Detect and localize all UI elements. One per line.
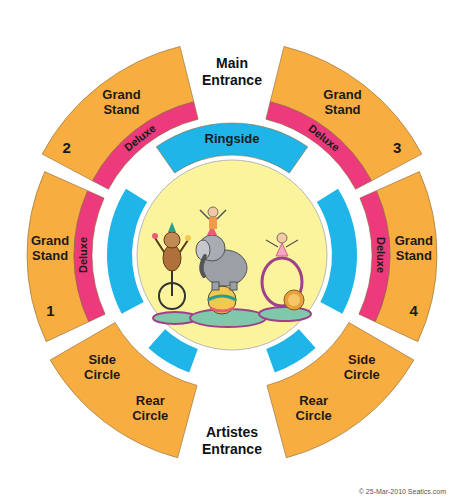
deluxe-label: Deluxe	[113, 114, 168, 161]
section-shape	[27, 172, 89, 342]
section-number: 1	[43, 302, 57, 319]
section-shape	[359, 191, 390, 322]
watermark: © 25-Mar-2010 Seatics.com	[359, 488, 446, 496]
section-number: 2	[60, 139, 74, 156]
section-name: Grand Stand	[317, 88, 369, 118]
section-name: Rear Circle	[128, 394, 172, 424]
deluxe-label: Deluxe	[375, 225, 388, 285]
section-shape	[375, 172, 437, 342]
circle-section: Side CircleRear Circle	[49, 321, 199, 460]
circus-illustration	[152, 207, 311, 327]
section-outline	[155, 122, 310, 176]
section-name: Side Circle	[340, 353, 384, 383]
deluxe-band: Deluxe	[357, 189, 392, 324]
section-name: Grand Stand	[28, 234, 72, 264]
section-number: 3	[390, 139, 404, 156]
entrance-label: Artistes Entrance	[192, 424, 272, 458]
circle-section: Side CircleRear Circle	[265, 321, 415, 460]
section-shape	[267, 323, 414, 458]
section-number: 4	[407, 302, 421, 319]
section-name: Side Circle	[80, 353, 124, 383]
deluxe-band: Deluxe	[73, 189, 108, 324]
section-name: Grand Stand	[95, 88, 147, 118]
ringside-label: Ringside	[192, 132, 272, 147]
section-name: Rear Circle	[292, 394, 336, 424]
section-shape	[50, 323, 197, 458]
section-shape	[74, 191, 105, 322]
entrance-label: Main Entrance	[192, 55, 272, 89]
section-outline	[49, 321, 199, 460]
section-name: Grand Stand	[392, 234, 436, 264]
deluxe-label: Deluxe	[77, 225, 90, 285]
ring	[137, 160, 327, 350]
ringside-block: Ringside	[155, 122, 310, 176]
section-shape	[156, 123, 307, 173]
section-outline	[265, 321, 415, 460]
deluxe-label: Deluxe	[296, 114, 351, 161]
